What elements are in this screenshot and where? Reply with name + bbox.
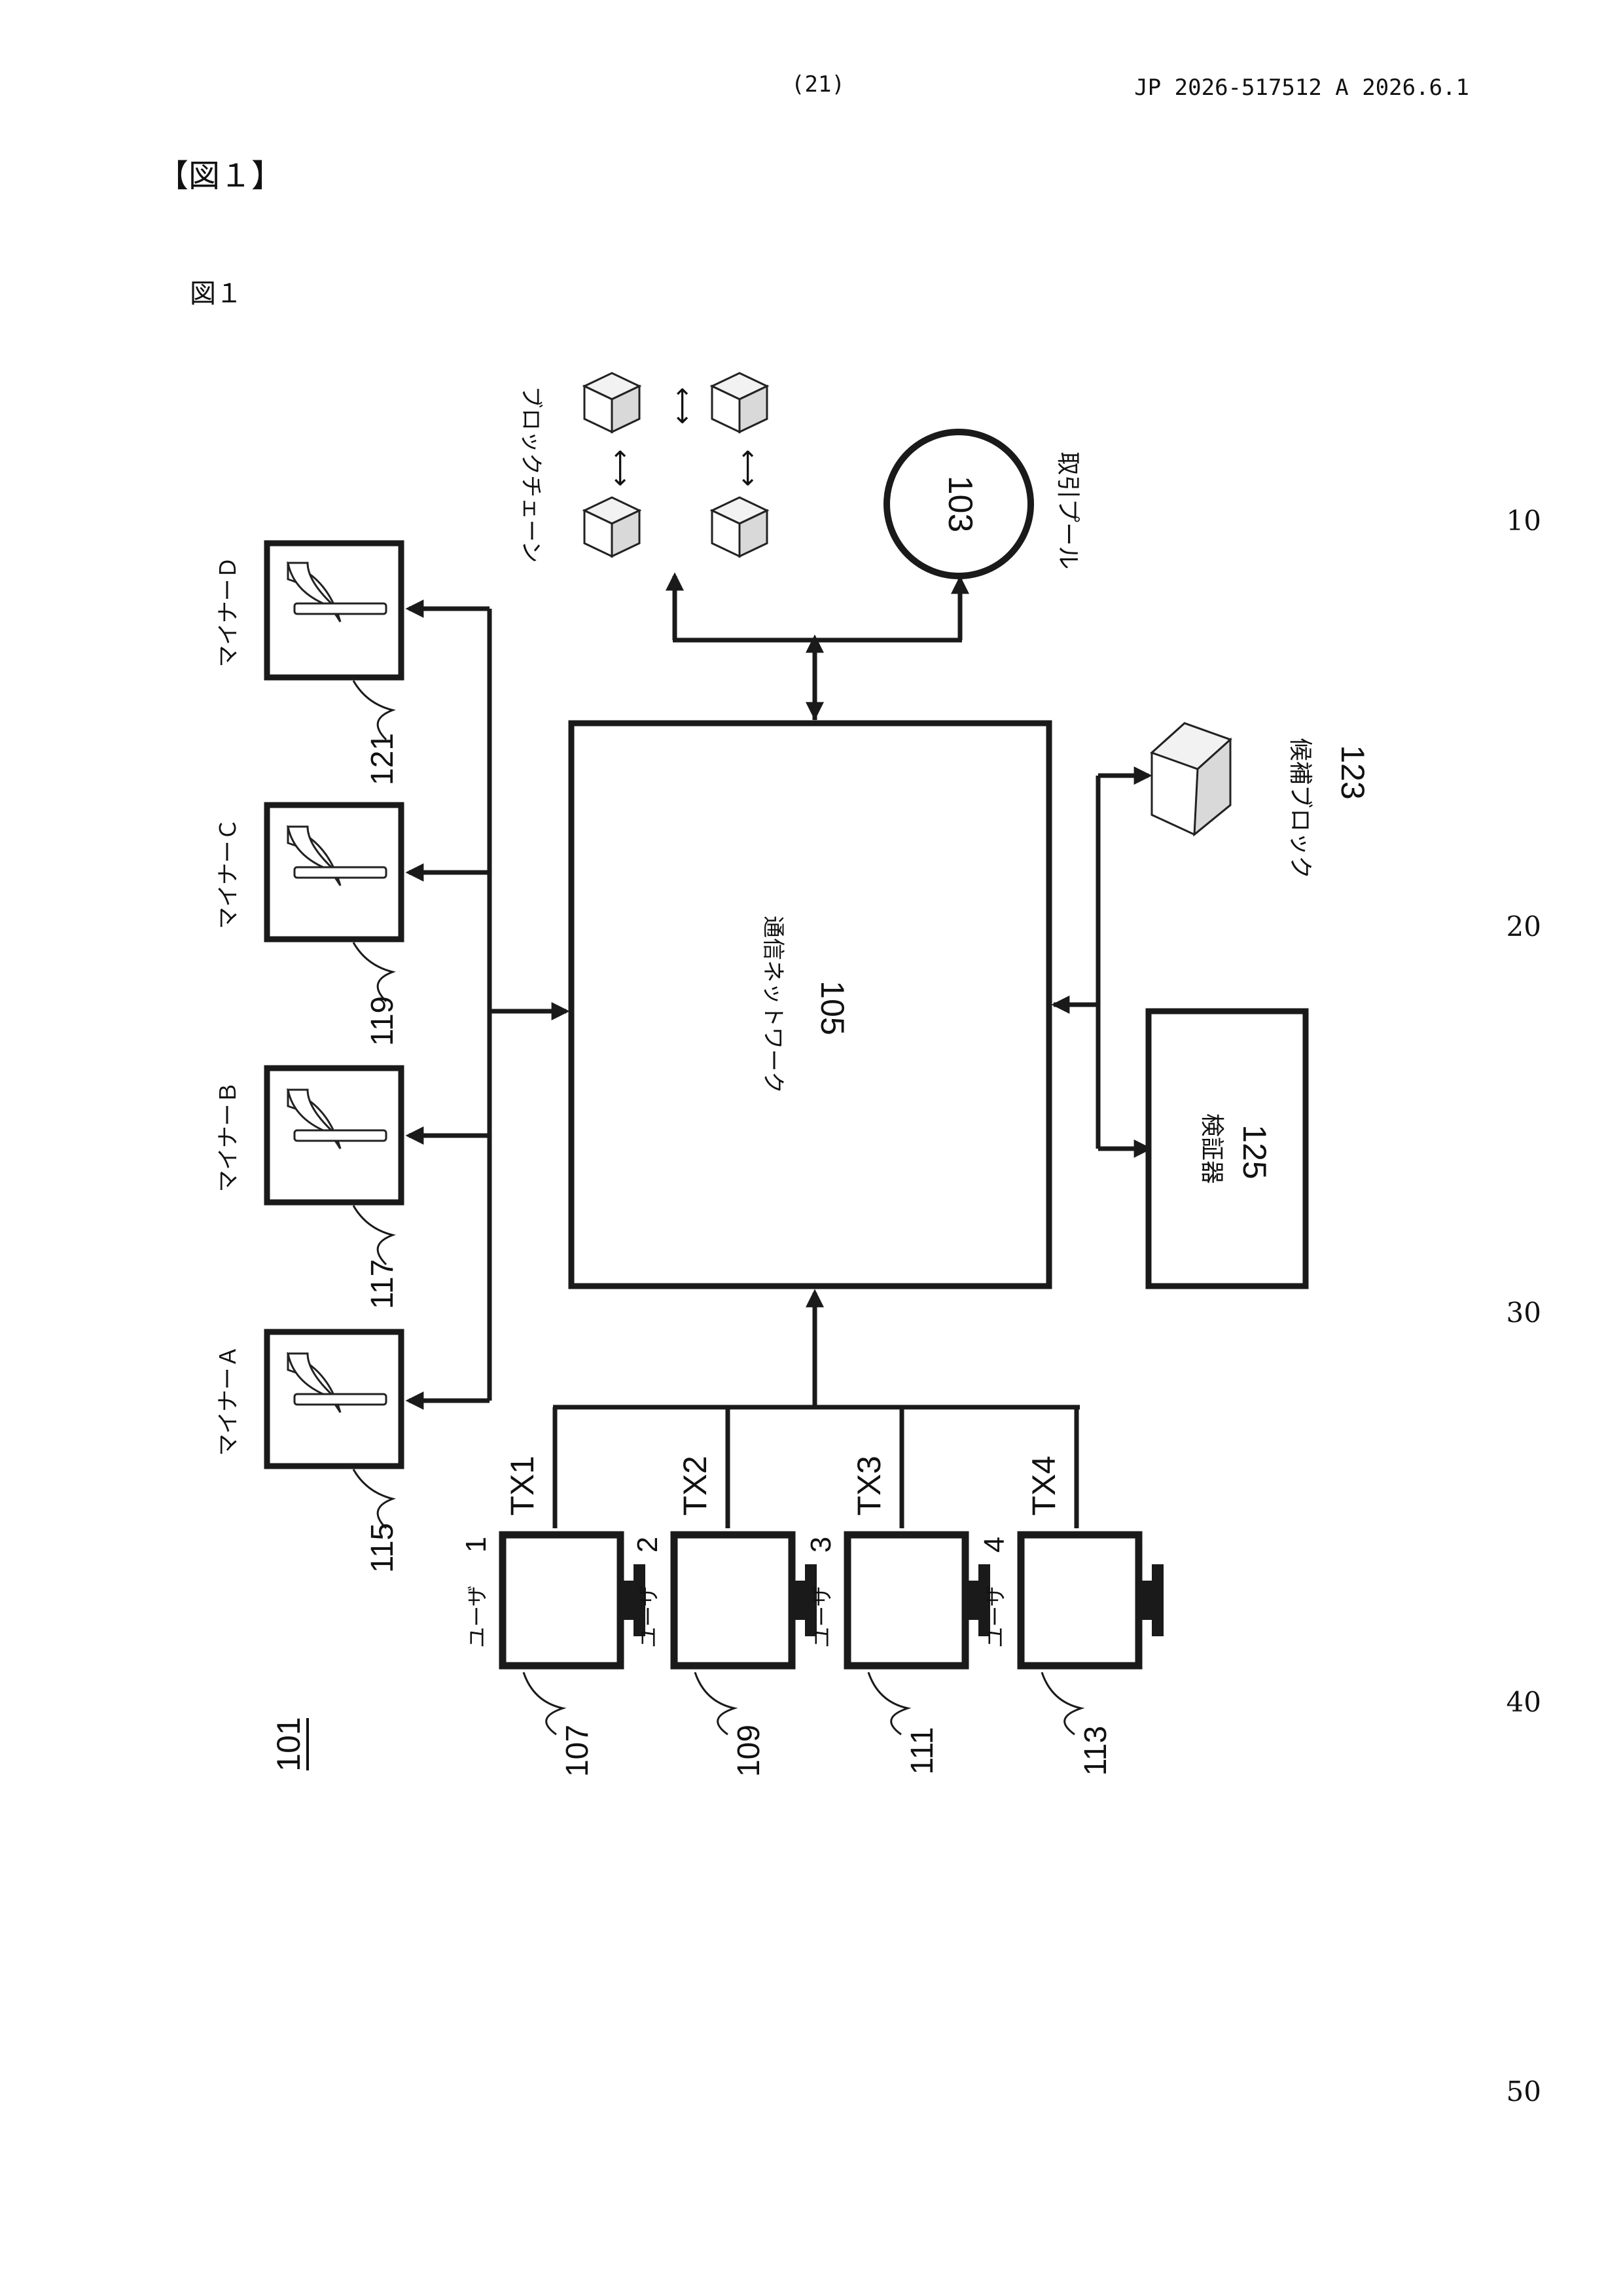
user-4: TX4 ユーザ 4 113 [978,1456,1164,1776]
user-2-tx: TX2 [677,1456,713,1516]
user-2-leader [695,1672,734,1734]
publication-number: JP 2026-517512 A 2026.6.1 [1134,75,1469,101]
miner-a-label: マイナーＡ [215,1345,241,1456]
block-cube-3 [584,497,639,556]
block-cube-4 [712,497,767,556]
transaction-pool-ref: 103 [941,476,979,533]
system-ref: 101 [270,1717,308,1771]
verifier-ref: 125 [1236,1124,1273,1179]
user-2-ref: 109 [732,1725,766,1777]
chain-link-top: ⟷ [668,387,698,424]
communication-network: 通信ネットワーク 105 [571,723,1049,1286]
user-4-ref: 113 [1079,1726,1113,1776]
blockchain: ⟷ ⟷ ⟷ ブロックチェーン [518,373,767,563]
miner-c: マイナーＣ 119 [215,805,401,1046]
miner-d-ref: 121 [365,733,400,785]
miner-c-leader [353,942,393,1001]
user-2: TX2 ユーザ 2 109 [632,1456,817,1777]
user-1-label: ユーザ [465,1585,490,1647]
miner-c-ref: 119 [365,996,400,1047]
user-1-leader [524,1672,563,1734]
computer-icon [847,1535,990,1666]
line-number-20: 20 [1507,910,1541,942]
candidate-block-ref: 123 [1334,745,1371,799]
miner-c-label: マイナーＣ [215,818,241,929]
user-2-label: ユーザ [636,1585,661,1647]
figure-caption: 図１ [190,279,242,309]
miner-a-ref: 115 [365,1523,400,1573]
miner-b: マイナーＢ 117 [215,1068,401,1309]
user-3-tx: TX3 [851,1456,887,1516]
verifier-label: 検証器 [1198,1113,1225,1184]
block-cube-2 [712,373,767,432]
user-1-number: 1 [460,1537,492,1552]
computer-icon [674,1535,817,1666]
miner-b-ref: 117 [365,1259,400,1310]
user-4-leader [1042,1672,1081,1734]
miner-d-label: マイナーＤ [215,556,241,667]
miner-d: マイナーＤ 121 [215,543,401,785]
blockchain-label: ブロックチェーン [518,386,544,563]
miner-a: マイナーＡ 115 [215,1332,401,1573]
user-4-label: ユーザ [983,1585,1008,1647]
verifier: 検証器 125 [1149,1011,1306,1286]
line-number-30: 30 [1507,1297,1541,1329]
user-3-number: 3 [805,1537,837,1552]
miner-a-leader [353,1469,393,1528]
figure-bracket-label: 【図１】 [157,158,283,194]
user-3-leader [868,1672,908,1734]
line-number-10: 10 [1507,505,1541,537]
miner-b-leader [353,1206,393,1265]
miner-d-leader [353,681,393,740]
user-1-tx: TX1 [504,1456,541,1516]
user-3-label: ユーザ [810,1585,834,1647]
user-4-number: 4 [978,1537,1010,1552]
transaction-pool-label: 取引プール [1054,452,1081,569]
chain-link-left: ⟷ [605,449,635,486]
network-label: 通信ネットワーク [760,916,786,1094]
line-number-40: 40 [1507,1686,1541,1718]
candidate-block-label: 候補ブロック [1287,738,1313,879]
page-number: (21) [791,71,845,98]
chain-link-right: ⟷ [733,449,763,486]
computer-icon [503,1535,645,1666]
user-1-ref: 107 [560,1725,595,1777]
miner-b-label: マイナーＢ [215,1081,241,1192]
user-4-tx: TX4 [1026,1456,1062,1516]
block-cube-1 [584,373,639,432]
user-2-number: 2 [632,1537,664,1552]
user-3: TX3 ユーザ 3 111 [805,1456,990,1774]
user-3-ref: 111 [905,1727,940,1775]
system-ref-number: 101 [270,1717,307,1771]
candidate-block: 候補ブロック 123 [1152,723,1371,879]
transaction-pool: 103 取引プール [887,432,1081,576]
computer-icon [1021,1535,1164,1666]
network-ref: 105 [814,980,851,1035]
line-number-50: 50 [1507,2075,1541,2108]
